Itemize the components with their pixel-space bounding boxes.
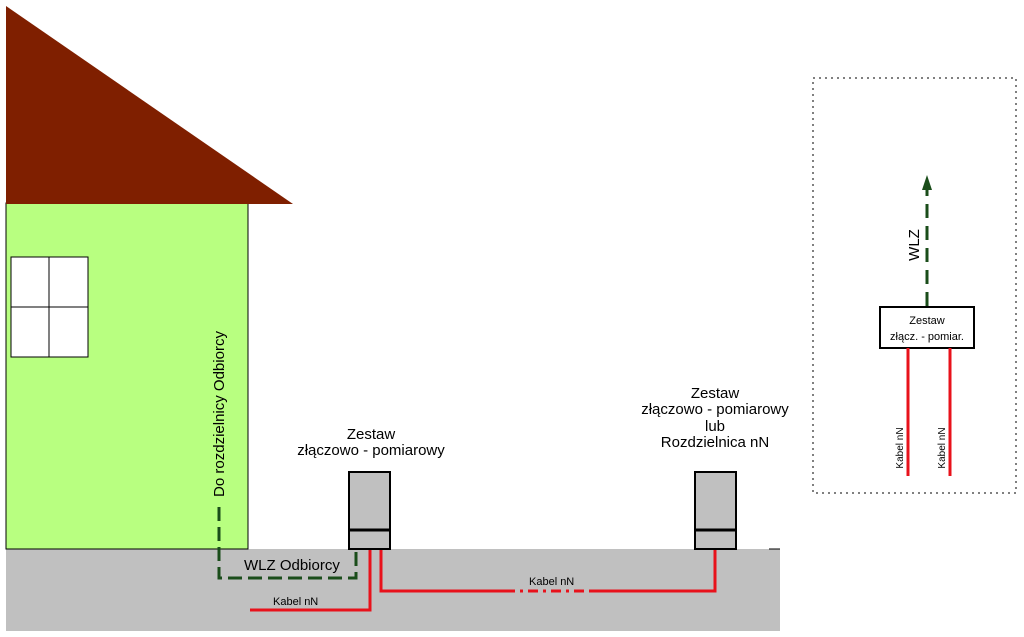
house-window [10, 256, 89, 358]
inset-wlz-arrowhead [922, 175, 932, 190]
kabel-nn-left-line [250, 549, 372, 612]
inset-frame [812, 77, 1017, 494]
kabel-nn-mid-line-a [379, 549, 505, 593]
cabinet-left-label-line1: Zestaw [347, 426, 396, 443]
kabel-nn-mid-line-b [590, 549, 717, 593]
cabinet-right-label-line4: Rozdzielnica nN [661, 434, 769, 451]
cabinet-right-label-line2: złączowo - pomiarowy [641, 401, 789, 418]
vertical-house-label: Do rozdzielnicy Odbiorcy [211, 331, 228, 497]
cabinet-left [348, 471, 391, 550]
inset-kabel-2-label: Kabel nN [937, 427, 948, 468]
cabinet-right [694, 471, 737, 550]
kabel-nn-left-label: Kabel nN [273, 596, 318, 608]
inset-box-label-line2: złącz. - pomiar. [890, 331, 964, 343]
house-roof [6, 6, 293, 204]
kabel-nn-mid-label: Kabel nN [529, 576, 574, 588]
cabinet-right-label-line1: Zestaw [691, 385, 740, 402]
inset-kabel-1-label: Kabel nN [895, 427, 906, 468]
wlz-odbiorcy-label: WLZ Odbiorcy [244, 557, 340, 574]
cabinet-right-label-line3: lub [705, 418, 725, 435]
wlz-odbiorcy-line [217, 507, 358, 580]
cabinet-left-label-line2: złączowo - pomiarowy [297, 442, 445, 459]
inset-wlz-label: WLZ [906, 229, 923, 261]
inset-box-label-line1: Zestaw [909, 315, 945, 327]
inset-box [879, 306, 975, 349]
